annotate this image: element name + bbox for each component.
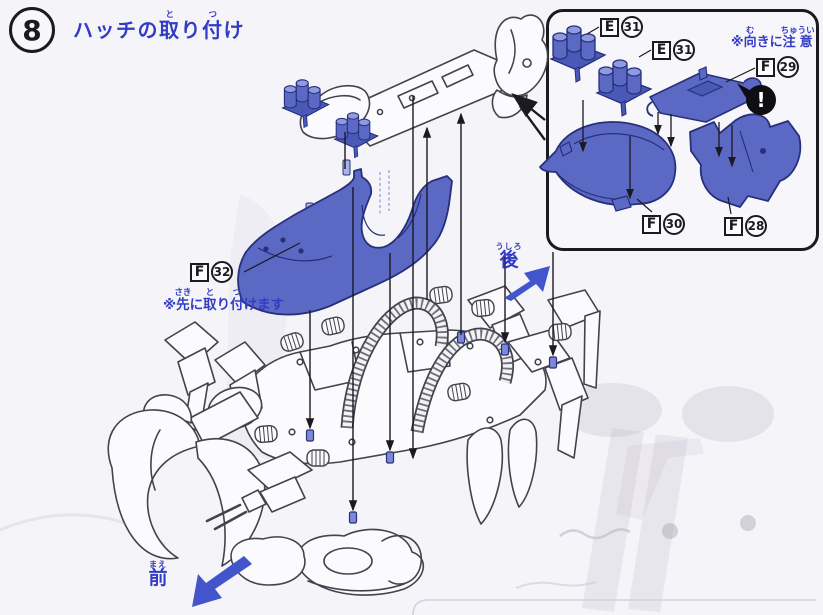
- part-label-f32: F 32: [190, 261, 233, 283]
- part-letter: E: [600, 17, 619, 37]
- part-number: 28: [745, 215, 767, 237]
- part-letter: F: [190, 262, 209, 282]
- attach-first-note: ※先さきに取とり付つけます: [163, 288, 285, 313]
- part-label-e31-first: E 31: [600, 16, 643, 38]
- ribbed-hoses: [340, 296, 514, 434]
- part-f28-bracket: [689, 113, 802, 208]
- zoid-model-line-art: [107, 14, 601, 596]
- part-label-f28: F 28: [724, 215, 767, 237]
- inset-parts-drawing: [539, 25, 802, 212]
- part-e31-pegs-first: [550, 25, 606, 83]
- part-number: 32: [211, 261, 233, 283]
- part-letter: F: [756, 57, 775, 77]
- part-number: 31: [621, 16, 643, 38]
- part-label-f30: F 30: [642, 213, 685, 235]
- front-direction-label: まえ 前: [148, 560, 168, 590]
- part-number: 31: [673, 39, 695, 61]
- rear-arrow-icon: [504, 266, 550, 301]
- label-leader-lines: [243, 26, 756, 273]
- part-letter: F: [642, 214, 661, 234]
- orientation-caution-note: ※向むきに注意ちゅうい: [731, 26, 815, 50]
- title-text: ハッチの: [73, 18, 159, 42]
- direction-arrows: [192, 266, 550, 607]
- part-f30-canopy: [539, 121, 677, 212]
- assembly-guide-arrows: [305, 96, 558, 512]
- part-label-f29: F 29: [756, 56, 799, 78]
- part-letter: E: [652, 40, 671, 60]
- part-letter: F: [724, 216, 743, 236]
- part-label-e31-second: E 31: [652, 39, 695, 61]
- step-number: 8: [22, 13, 42, 47]
- rear-direction-label: うしろ 後: [495, 242, 523, 272]
- part-number: 30: [663, 213, 685, 235]
- inset-assembly-arrows: [579, 100, 736, 200]
- title-ruby: 取と: [159, 10, 181, 42]
- step-number-badge: 8: [9, 7, 55, 53]
- front-arrow-icon: [192, 556, 252, 607]
- exclamation-warning-icon: !: [746, 85, 776, 115]
- part-e31-pegs-second: [596, 59, 652, 117]
- page-title: ハッチの取とり付つけ: [73, 10, 245, 42]
- part-number: 29: [777, 56, 799, 78]
- attachment-pegs: [305, 331, 558, 524]
